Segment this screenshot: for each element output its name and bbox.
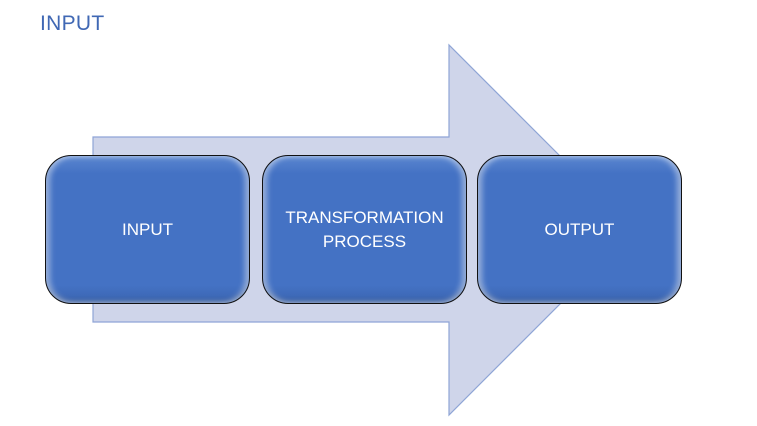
step-transformation-box: TRANSFORMATION PROCESS — [262, 155, 467, 304]
step-input-box: INPUT — [45, 155, 250, 304]
step-label: TRANSFORMATION PROCESS — [285, 207, 444, 251]
step-output-box: OUTPUT — [477, 155, 682, 304]
diagram-title: INPUT — [40, 12, 105, 35]
step-label: OUTPUT — [544, 219, 615, 239]
step-label: INPUT — [122, 219, 173, 239]
